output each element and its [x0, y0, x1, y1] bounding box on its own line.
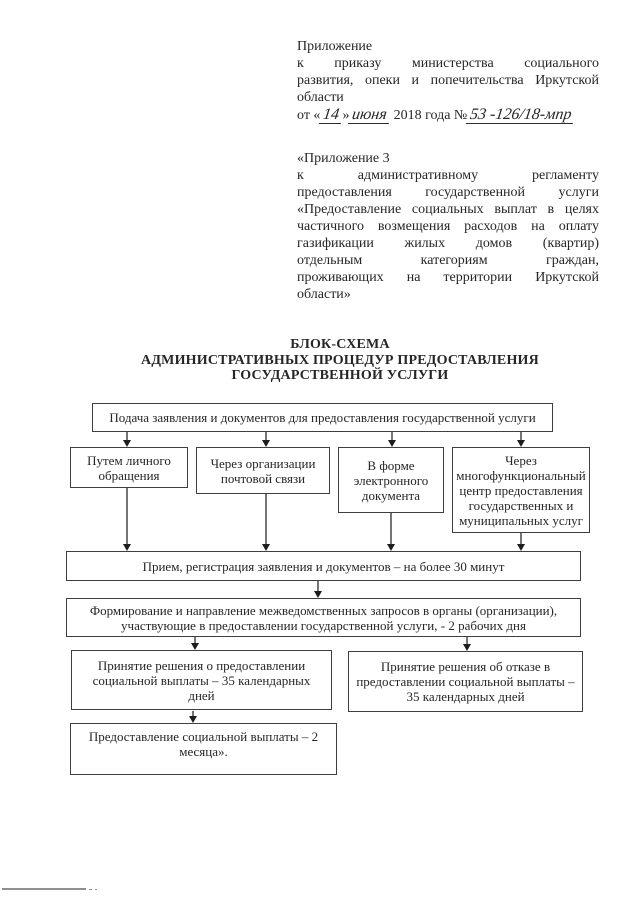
scan-artifact-dot	[89, 889, 92, 890]
scan-artifact-rule	[2, 888, 86, 890]
text-line: «Предоставление социальных выплат в целя…	[297, 202, 599, 217]
text-line: предоставления государственной услуги	[297, 185, 599, 200]
arrow-requests-to-grant	[191, 637, 199, 650]
box-postal: Через организации почтовой связи	[196, 447, 330, 494]
arrow-submit-to-electronic	[388, 432, 396, 447]
arrow-submit-to-mfc	[517, 432, 525, 447]
appendix-note-block: Приложение к приказу министерства социал…	[297, 38, 599, 129]
box-electronic-document: В форме электронного документа	[338, 447, 444, 513]
handwritten-month: июня	[348, 106, 392, 124]
box-submit-application: Подача заявления и документов для предос…	[92, 403, 553, 432]
text-line: к административному регламенту	[297, 168, 599, 183]
box-interagency-requests: Формирование и направление межведомствен…	[66, 598, 581, 637]
arrow-mfc-to-reception	[517, 533, 525, 551]
box-grant-decision: Принятие решения о предоставлении социал…	[71, 650, 332, 710]
text-line: частичного возмещения расходов на оплату	[297, 219, 599, 234]
arrow-grant-to-payment	[189, 711, 197, 723]
text-line: Приложение	[297, 39, 373, 54]
text-line: «Приложение 3	[297, 151, 390, 166]
box-reception-registration: Прием, регистрация заявления и документо…	[66, 551, 581, 581]
handwritten-order-number: 53 -126/18-мпр	[466, 106, 576, 124]
box-mfc: Через многофункциональный центр предоста…	[452, 447, 590, 533]
arrow-reception-to-requests	[314, 581, 322, 598]
text-line: отдельным категориям граждан,	[297, 253, 599, 268]
text-line: области	[297, 90, 344, 105]
text-line: развития, опеки и попечительства Иркутск…	[297, 73, 599, 88]
text-line: к приказу министерства социального	[297, 56, 599, 71]
text-line: области»	[297, 287, 351, 302]
arrow-postal-to-reception	[262, 494, 270, 551]
appendix3-note-block: «Приложение 3 к административному реглам…	[297, 150, 599, 303]
text-line: проживающих на территории Иркутской	[297, 270, 599, 285]
arrow-in-person-to-reception	[123, 488, 131, 551]
box-refusal-decision: Принятие решения об отказе в предоставле…	[348, 651, 583, 712]
handwritten-day: 14	[319, 106, 344, 124]
title-line: БЛОК-СХЕМА	[290, 337, 390, 352]
arrow-submit-to-in-person	[123, 432, 131, 447]
arrow-requests-to-refusal	[463, 637, 471, 651]
arrow-electronic-to-reception	[387, 513, 395, 551]
document-title: БЛОК-СХЕМА АДМИНИСТРАТИВНЫХ ПРОЦЕДУР ПРЕ…	[90, 337, 590, 384]
date-middle: 2018 года №	[390, 108, 468, 123]
text-line: газификации жилых домов (квартир)	[297, 236, 599, 251]
title-line: АДМИНИСТРАТИВНЫХ ПРОЦЕДУР ПРЕДОСТАВЛЕНИЯ	[141, 352, 539, 368]
arrow-submit-to-postal	[262, 432, 270, 447]
date-close-quote: »	[342, 108, 350, 123]
scan-artifact-dot	[95, 889, 97, 890]
title-line: ГОСУДАРСТВЕННОЙ УСЛУГИ	[231, 368, 449, 383]
box-in-person: Путем личного обращения	[70, 447, 188, 488]
box-payment-provision: Предоставление социальной выплаты – 2 ме…	[70, 723, 337, 775]
date-prefix: от «	[297, 108, 321, 123]
